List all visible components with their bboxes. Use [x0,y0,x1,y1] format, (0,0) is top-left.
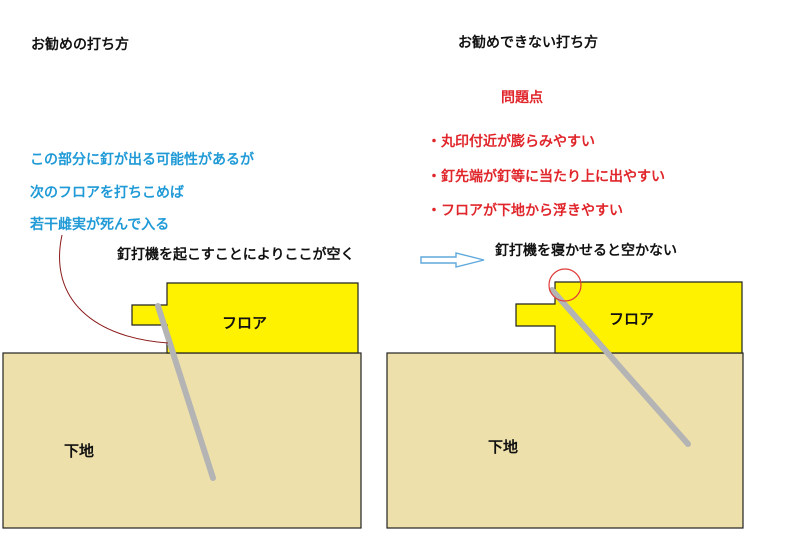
comparison-arrow [420,252,485,268]
left-note-line-1: この部分に釘が出る可能性があるが [30,152,254,168]
left-leader-line [59,234,169,344]
left-note-line-3: 若干雌実が死んで入る [30,217,170,233]
left-floor-label: フロア [222,314,268,332]
right-floor-label: フロア [609,310,655,328]
right-nail [549,287,691,447]
bulge-circle-marker [548,268,582,302]
left-floor-board [131,282,359,354]
problem-heading: 問題点 [501,90,543,106]
left-nail [155,303,216,481]
right-caption: 釘打機を寝かせると空かない [495,243,677,259]
right-base-board [386,352,744,529]
left-caption: 釘打機を起こすことによりここが空く [117,247,355,263]
right-panel-title: お勧めできない打ち方 [458,35,598,51]
problem-item-2: ・釘先端が釘等に当たり上に出やすい [427,169,665,185]
problem-item-1: ・丸印付近が膨らみやすい [427,134,595,150]
left-base-label: 下地 [64,442,95,460]
problem-item-3: ・フロアが下地から浮きやすい [427,203,623,219]
right-base-label: 下地 [488,438,519,456]
left-note-line-2: 次のフロアを打ちこめば [30,185,184,201]
left-panel-title: お勧めの打ち方 [31,37,129,53]
